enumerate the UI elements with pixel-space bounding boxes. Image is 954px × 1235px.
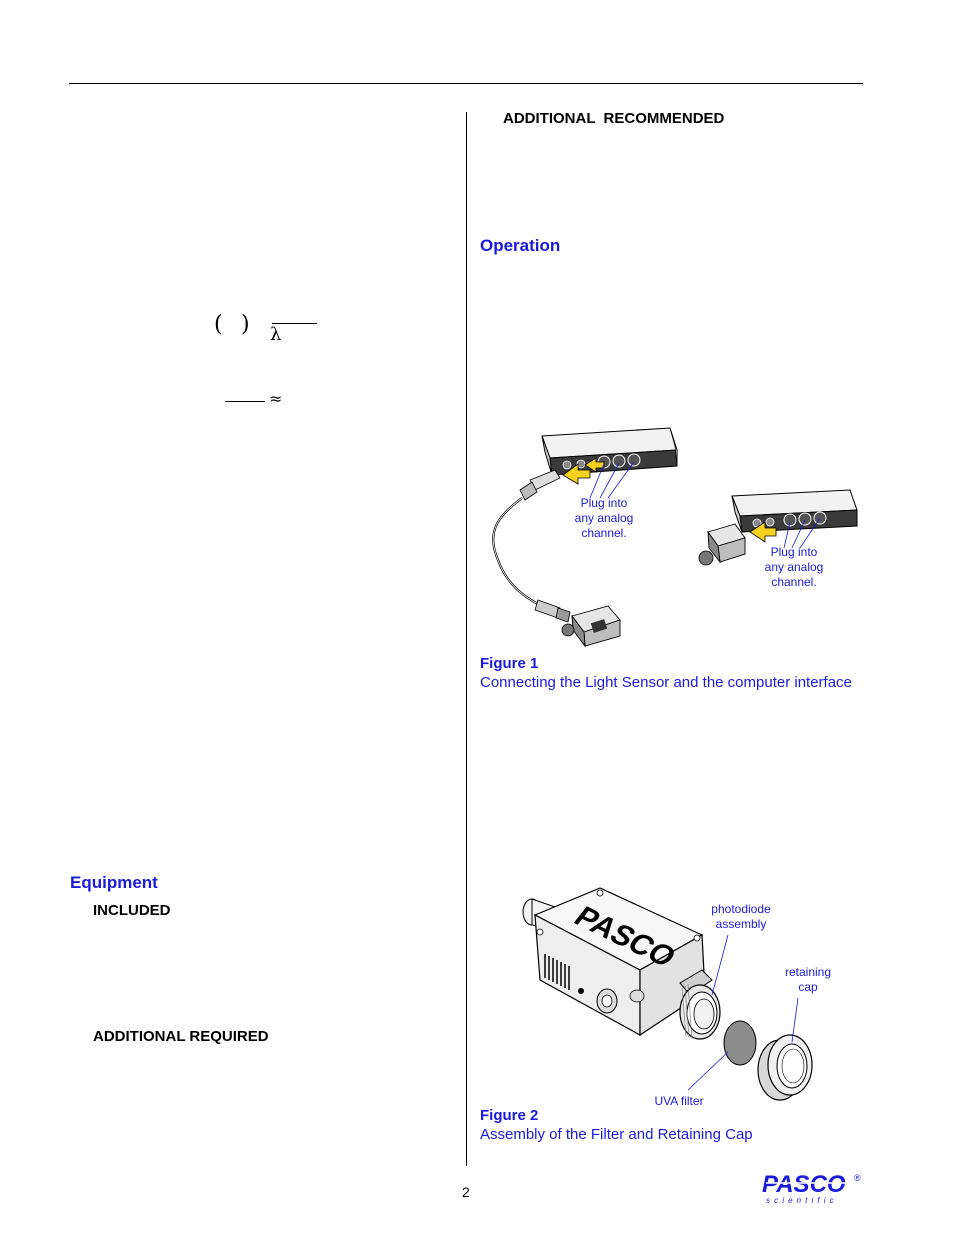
callout-line: assembly [715,917,767,931]
callout-retaining-cap: retaining cap [775,965,841,995]
interface-box-large [541,427,678,485]
figure-2-title: Figure 2 [480,1107,539,1124]
top-rule [69,83,863,84]
figure-1-title: Figure 1 [480,655,539,672]
figure-1-caption: Connecting the Light Sensor and the comp… [480,674,852,691]
additional-required-label: ADDITIONAL REQUIRED [93,1028,269,1045]
callout-plug-into-left: Plug into any analog channel. [560,496,648,541]
logo-graphic: PASCO scientific ® [762,1171,861,1205]
callout-line: any analog [764,560,824,574]
right-paren: ) [241,312,250,337]
cable-assembly [492,469,571,623]
callout-plug-into-right: Plug into any analog channel. [750,545,838,590]
column-divider [466,112,467,1166]
uva-filter-disc [723,1020,757,1066]
figure-2-caption: Assembly of the Filter and Retaining Cap [480,1126,753,1143]
additional-recommended-label: ADDITIONAL RECOMMENDED [503,110,725,127]
figure-2-illustration: PASCO [522,887,813,1101]
light-sensor-body: PASCO [522,887,721,1040]
figure-2: PASCO photodiode assembly [480,880,870,1110]
light-sensor-small-1 [561,605,621,648]
operation-heading: Operation [480,236,561,255]
logo-main-text: PASCO [762,1171,846,1198]
callout-line: photodiode [711,902,771,916]
equation-2: ≈ [225,389,295,412]
pasco-scientific-logo: PASCO scientific ® [760,1170,865,1206]
interface-box-small [731,489,858,543]
callout-line: Plug into [580,496,628,510]
registered-mark: ® [854,1173,861,1183]
figure-1-illustration [492,427,858,648]
equation-1: ( ) λ [212,310,332,346]
figure-1: Plug into any analog channel. Plug into … [480,420,870,655]
light-sensor-small-2 [698,523,746,566]
approx-symbol: ≈ [269,389,283,408]
fraction-bar [272,323,317,324]
fraction-bar [225,401,265,402]
page-number: 2 [462,1184,470,1200]
callout-line: cap [798,980,818,994]
callout-line: retaining [784,965,832,979]
callout-line: channel. [581,526,627,540]
retaining-cap [757,1034,813,1101]
left-paren: ( [214,312,223,337]
callout-line: channel. [771,575,817,589]
callout-photodiode-assembly: photodiode assembly [700,902,782,932]
equipment-heading: Equipment [70,873,158,892]
callout-uva-filter: UVA filter [654,1094,704,1108]
callout-line: any analog [574,511,634,525]
included-label: INCLUDED [93,902,171,919]
lambda-symbol: λ [270,324,282,345]
logo-sub-text: scientific [766,1196,838,1205]
callout-line: Plug into [770,545,818,559]
